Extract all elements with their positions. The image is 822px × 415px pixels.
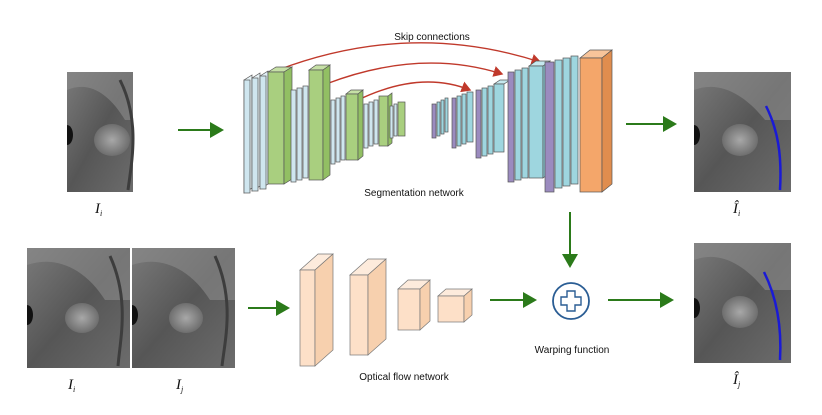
decoder-block-5 [544,49,613,193]
encoder-block-2 [290,64,332,183]
flow-block-4 [437,288,473,323]
input-image-i-label: Ii [94,201,102,218]
flow-block-2 [349,258,387,356]
flow-input-image-j-label: Ij [175,377,184,394]
flow-block-1 [299,253,334,367]
encoder-block-3 [330,89,364,165]
encoder-block-4 [363,92,393,149]
centerline-overlay [762,271,782,361]
segmentation-network-label: Segmentation network [364,188,465,199]
optical-flow-network-label: Optical flow network [359,372,449,383]
output-image-i-label: Îi [732,200,740,218]
output-image-j-label: Îj [732,371,741,389]
warping-function-label: Warping function [535,345,610,356]
flow-input-image-i [27,248,130,368]
encoder-block-1 [243,66,294,194]
flow-arrows [178,116,677,316]
encoder-block-5 [389,101,406,139]
decoder-block-1 [431,97,449,139]
segmentation-network [243,49,613,194]
decoder-block-3 [475,79,512,159]
skip-connections-label: Skip connections [394,32,470,43]
plus-circle-icon [552,282,590,320]
flow-block-3 [397,279,431,331]
output-image-i [694,72,791,192]
decoder-block-2 [451,91,474,149]
skip-connection-arrows [277,42,542,101]
centerline-overlay [764,105,782,191]
optical-flow-network [299,253,473,367]
skip-arrow [325,62,504,85]
flow-input-image-j [132,248,235,368]
skip-arrow [357,81,472,101]
output-layer [579,57,603,193]
output-image-j [694,243,791,363]
input-image-i [67,72,135,192]
flow-input-image-i-label: Ii [67,377,75,394]
decoder-block-4 [507,60,552,183]
skip-arrow [277,42,542,71]
